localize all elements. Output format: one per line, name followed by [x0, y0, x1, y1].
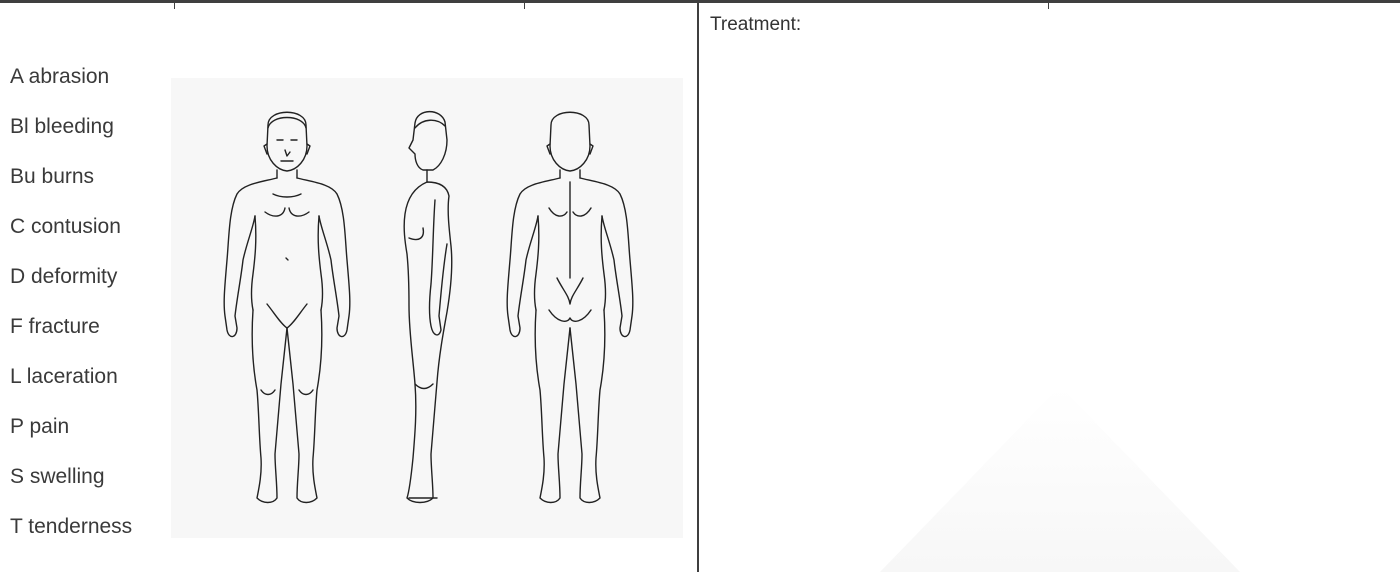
table-top-border	[0, 0, 1400, 3]
body-diagram-illustration	[171, 78, 683, 538]
legend-item-laceration: L laceration	[10, 362, 132, 412]
injury-legend: A abrasion Bl bleeding Bu burns C contus…	[10, 62, 132, 562]
legend-item-bleeding: Bl bleeding	[10, 112, 132, 162]
legend-item-deformity: D deformity	[10, 262, 132, 312]
legend-item-burns: Bu burns	[10, 162, 132, 212]
legend-item-contusion: C contusion	[10, 212, 132, 262]
body-diagram	[171, 78, 683, 538]
body-back-view	[507, 112, 633, 502]
section-divider	[697, 0, 699, 572]
watermark	[880, 386, 1240, 572]
legend-item-abrasion: A abrasion	[10, 62, 132, 112]
legend-item-swelling: S swelling	[10, 462, 132, 512]
legend-item-fracture: F fracture	[10, 312, 132, 362]
body-front-view	[224, 112, 350, 502]
table-column-tick	[1048, 0, 1049, 9]
table-column-tick	[524, 0, 525, 9]
body-side-view	[404, 112, 452, 503]
table-column-tick	[174, 0, 175, 9]
treatment-label: Treatment:	[710, 14, 801, 36]
legend-item-tenderness: T tenderness	[10, 512, 132, 562]
legend-item-pain: P pain	[10, 412, 132, 462]
